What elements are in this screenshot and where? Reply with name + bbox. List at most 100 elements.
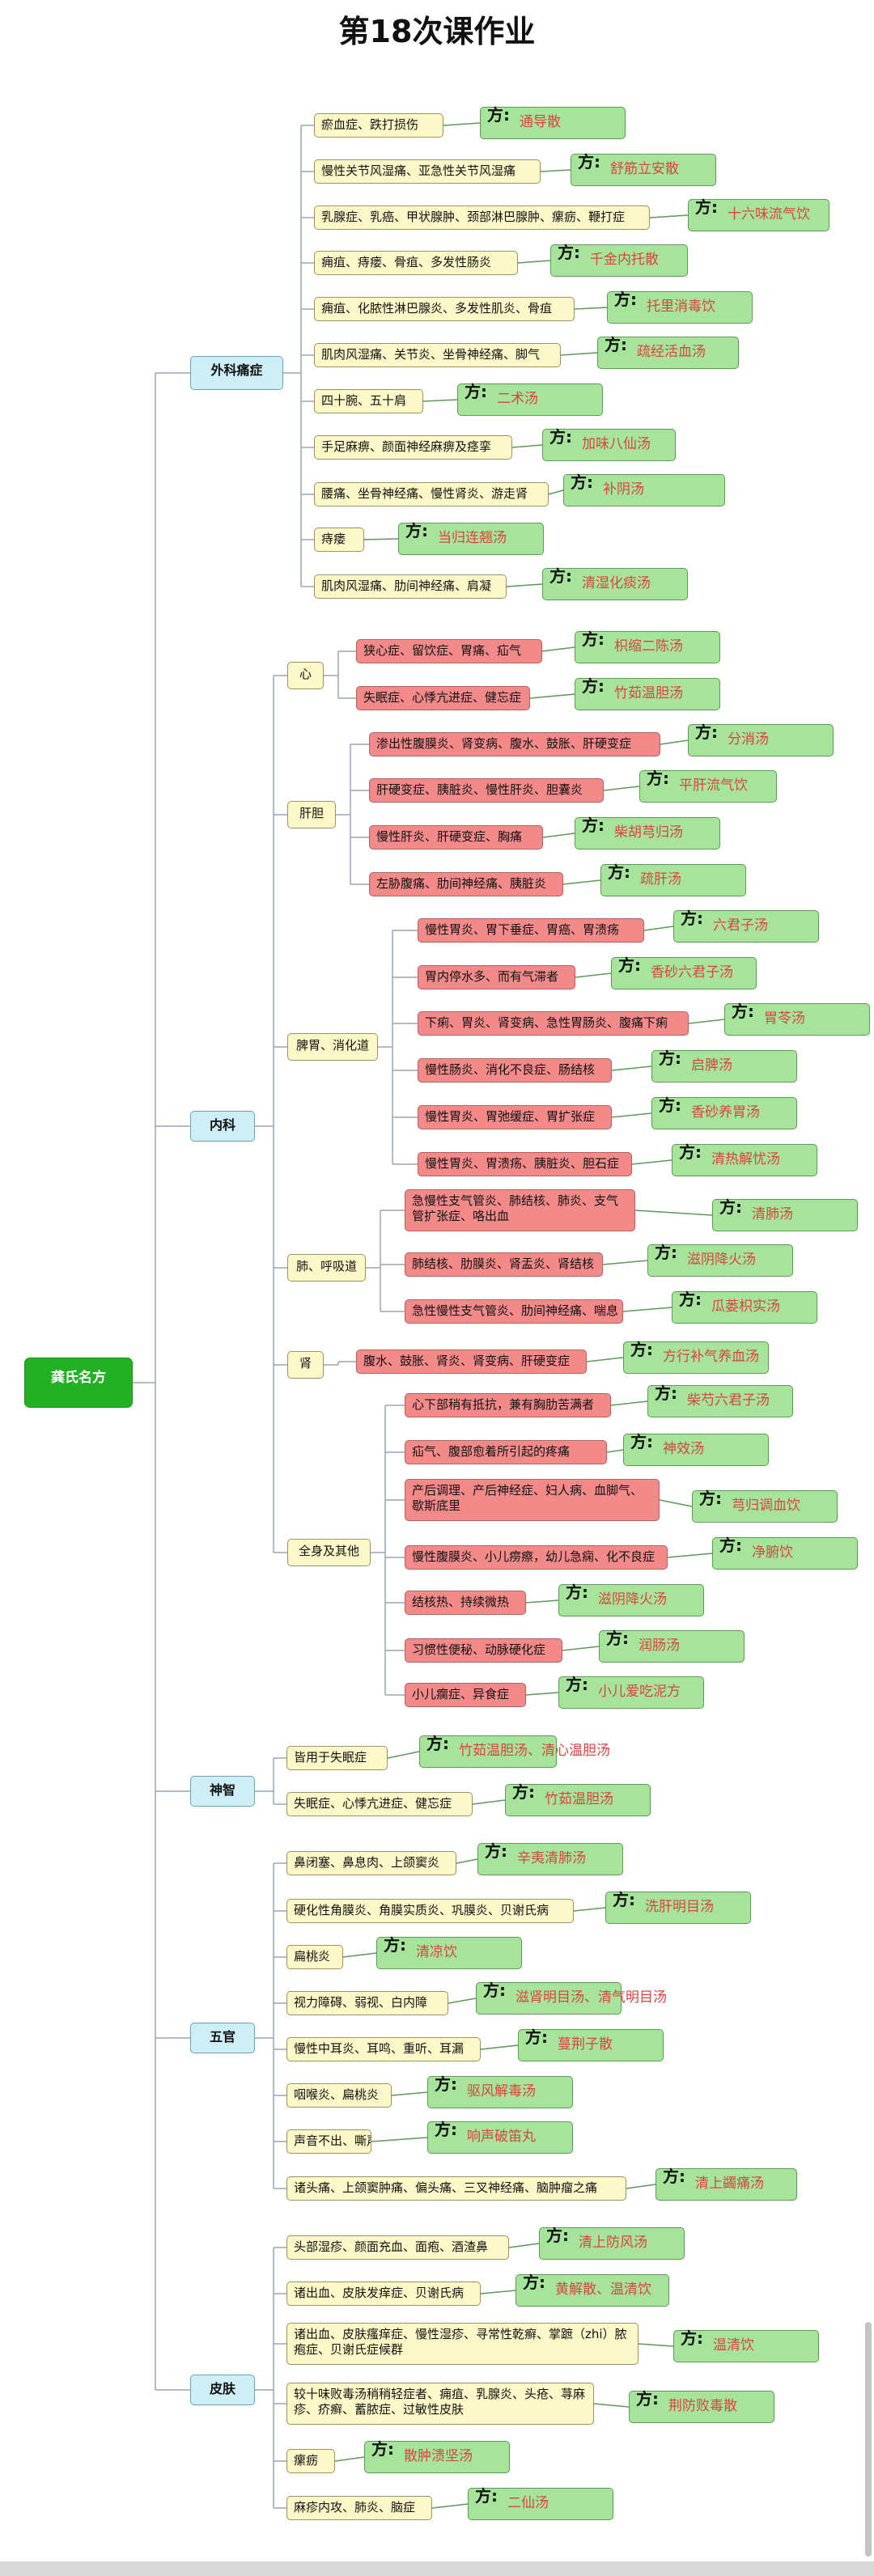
- symptom-node[interactable]: 肌肉风湿痛、关节炎、坐骨神经痛、脚气: [314, 343, 561, 367]
- prescription-node[interactable]: 方:竹茹温胆汤: [505, 1784, 651, 1816]
- prescription-node[interactable]: 方:竹茹温胆汤、清心温胆汤: [419, 1735, 610, 1768]
- symptom-node[interactable]: 手足麻痹、颜面神经麻痹及痉挛: [314, 435, 512, 460]
- symptom-node[interactable]: 胃内停水多、而有气滞者: [418, 965, 575, 989]
- symptom-node[interactable]: 慢性胃炎、胃弛缓症、胃扩张症: [418, 1105, 612, 1129]
- symptom-node[interactable]: 渗出性腹膜炎、肾变病、腹水、鼓胀、肝硬变症: [369, 732, 660, 756]
- prescription-node[interactable]: 方:十六味流气饮: [688, 199, 829, 231]
- prescription-node[interactable]: 方:荆防败毒散: [629, 2391, 774, 2423]
- symptom-node[interactable]: 结核热、持续微热: [405, 1591, 526, 1615]
- prescription-node[interactable]: 方:疏肝汤: [600, 864, 746, 896]
- subcategory-node[interactable]: 脾胃、消化道: [287, 1033, 378, 1061]
- prescription-node[interactable]: 方:通导散: [480, 107, 626, 139]
- prescription-node[interactable]: 方:二仙汤: [468, 2488, 613, 2520]
- symptom-node[interactable]: 慢性胃炎、胃溃疡、胰脏炎、胆石症: [418, 1152, 632, 1176]
- prescription-node[interactable]: 方:舒筋立安散: [571, 154, 716, 186]
- prescription-node[interactable]: 方:清凉饮: [376, 1937, 522, 1969]
- prescription-node[interactable]: 方:启脾汤: [651, 1050, 797, 1083]
- symptom-node[interactable]: 鼻闭塞、鼻息肉、上颌窦炎: [286, 1851, 456, 1875]
- prescription-node[interactable]: 方:清上防风汤: [539, 2227, 685, 2260]
- symptom-node[interactable]: 诸头痛、上颌窦肿痛、偏头痛、三叉神经痛、脑肿瘤之痛: [286, 2176, 626, 2201]
- symptom-node[interactable]: 麻疹内攻、肺炎、脑症: [286, 2496, 432, 2520]
- prescription-node[interactable]: 方:香砂六君子汤: [611, 957, 757, 989]
- prescription-node[interactable]: 方:加味八仙汤: [542, 429, 676, 461]
- prescription-node[interactable]: 方:驱风解毒汤: [427, 2076, 573, 2108]
- symptom-node[interactable]: 急慢性支气管炎、肺结核、肺炎、支气管扩张症、咯出血: [405, 1189, 635, 1231]
- prescription-node[interactable]: 方:当归连翘汤: [398, 523, 544, 555]
- subcategory-node[interactable]: 心: [287, 662, 324, 689]
- prescription-node[interactable]: 方:二术汤: [457, 383, 603, 416]
- vertical-scrollbar[interactable]: [865, 2322, 872, 2557]
- horizontal-scrollbar[interactable]: [0, 2561, 874, 2576]
- subcategory-node[interactable]: 全身及其他: [287, 1539, 371, 1566]
- prescription-node[interactable]: 方:清热解忧汤: [672, 1144, 817, 1176]
- prescription-node[interactable]: 方:滋阴降火汤: [558, 1584, 704, 1616]
- symptom-node[interactable]: 习惯性便秘、动脉硬化症: [405, 1638, 562, 1663]
- symptom-node[interactable]: 肝硬变症、胰脏炎、慢性肝炎、胆囊炎: [369, 778, 604, 803]
- subcategory-node[interactable]: 肾: [287, 1351, 324, 1379]
- prescription-node[interactable]: 方:洗肝明目汤: [605, 1892, 751, 1924]
- symptom-node[interactable]: 肺结核、肋膜炎、肾盂炎、肾结核: [405, 1252, 603, 1277]
- category-node[interactable]: 神智: [190, 1776, 255, 1807]
- prescription-node[interactable]: 方:方行补气养血汤: [623, 1341, 769, 1374]
- root-node[interactable]: 龚氏名方: [24, 1358, 133, 1408]
- symptom-node[interactable]: 慢性肠炎、消化不良症、肠结核: [418, 1058, 612, 1083]
- symptom-node[interactable]: 声音不出、嘶声: [286, 2129, 371, 2154]
- symptom-node[interactable]: 痈疽、痔瘘、骨疽、多发性肠炎: [314, 251, 518, 275]
- category-node[interactable]: 内科: [190, 1111, 255, 1142]
- prescription-node[interactable]: 方:分消汤: [688, 724, 834, 756]
- symptom-node[interactable]: 腹水、鼓胀、肾炎、肾变病、肝硬变症: [356, 1349, 587, 1374]
- symptom-node[interactable]: 乳腺症、乳癌、甲状腺肿、颈部淋巴腺肿、瘰疬、鞭打症: [314, 205, 650, 230]
- prescription-node[interactable]: 方:胃苓汤: [724, 1003, 870, 1036]
- symptom-node[interactable]: 瘀血症、跌打损伤: [314, 113, 443, 138]
- prescription-node[interactable]: 方:清肺汤: [712, 1199, 858, 1231]
- symptom-node[interactable]: 硬化性角膜炎、角膜实质炎、巩膜炎、贝谢氏病: [286, 1899, 574, 1923]
- symptom-node[interactable]: 皆用于失眠症: [286, 1746, 388, 1770]
- prescription-node[interactable]: 方:托里消毒饮: [607, 291, 753, 324]
- prescription-node[interactable]: 方:蔓荆子散: [518, 2029, 664, 2061]
- prescription-node[interactable]: 方:千金内托散: [550, 244, 688, 277]
- symptom-node[interactable]: 诸出血、皮肤瘙痒症、慢性湿疹、寻常性乾癣、掌蹠（zhi）脓疱症、贝谢氏症候群: [286, 2323, 639, 2365]
- category-node[interactable]: 外科痛症: [190, 356, 283, 390]
- symptom-node[interactable]: 产后调理、产后神经症、妇人病、血脚气、歇斯底里: [405, 1479, 660, 1521]
- prescription-node[interactable]: 方:清湿化痰汤: [542, 568, 688, 600]
- symptom-node[interactable]: 头部湿疹、颜面充血、面疱、酒渣鼻: [286, 2235, 509, 2260]
- prescription-node[interactable]: 方:柴胡芎归汤: [575, 817, 720, 849]
- prescription-node[interactable]: 方:疏经活血汤: [597, 337, 739, 369]
- symptom-node[interactable]: 痔瘘: [314, 527, 364, 552]
- subcategory-node[interactable]: 肺、呼吸道: [287, 1254, 366, 1282]
- symptom-node[interactable]: 失眠症、心悸亢进症、健忘症: [286, 1792, 473, 1816]
- prescription-node[interactable]: 方:净腑饮: [712, 1537, 858, 1570]
- prescription-node[interactable]: 方:柴芍六君子汤: [647, 1385, 793, 1417]
- prescription-node[interactable]: 方:神效汤: [623, 1434, 769, 1466]
- prescription-node[interactable]: 方:竹茹温胆汤: [575, 678, 720, 710]
- prescription-node[interactable]: 方:补阴汤: [563, 474, 725, 506]
- prescription-node[interactable]: 方:芎归调血饮: [692, 1490, 838, 1523]
- symptom-node[interactable]: 下痢、胃炎、肾变病、急性胃肠炎、腹痛下痢: [418, 1011, 689, 1036]
- symptom-node[interactable]: 慢性关节风湿痛、亚急性关节风湿痛: [314, 159, 541, 184]
- symptom-node[interactable]: 视力障碍、弱视、白内障: [286, 1991, 448, 2015]
- symptom-node[interactable]: 心下部稍有抵抗，兼有胸肋苦满者: [405, 1393, 611, 1417]
- prescription-node[interactable]: 方:瓜蒌枳实汤: [672, 1291, 817, 1324]
- prescription-node[interactable]: 方:响声破笛丸: [427, 2121, 573, 2154]
- symptom-node[interactable]: 咽喉炎、扁桃炎: [286, 2083, 392, 2108]
- symptom-node[interactable]: 小儿瘸症、异食症: [405, 1683, 526, 1707]
- symptom-node[interactable]: 四十腕、五十肩: [314, 389, 423, 413]
- symptom-node[interactable]: 狭心症、留饮症、胃痛、疝气: [356, 639, 542, 663]
- symptom-node[interactable]: 瘰疬: [286, 2449, 335, 2473]
- prescription-node[interactable]: 方:滋肾明目汤、清气明目汤: [476, 1982, 667, 2015]
- prescription-node[interactable]: 方:六君子汤: [673, 910, 819, 943]
- category-node[interactable]: 五官: [190, 2023, 255, 2053]
- prescription-node[interactable]: 方:平肝流气饮: [639, 770, 777, 803]
- prescription-node[interactable]: 方:黄解散、温清饮: [515, 2274, 669, 2307]
- category-node[interactable]: 皮肤: [190, 2375, 255, 2405]
- symptom-node[interactable]: 慢性中耳炎、耳鸣、重听、耳漏: [286, 2037, 481, 2061]
- symptom-node[interactable]: 左胁腹痛、肋间神经痛、胰脏炎: [369, 872, 563, 896]
- symptom-node[interactable]: 较十味败毒汤稍稍轻症者、痈疽、乳腺炎、头疮、荨麻疹、疥癣、蓄脓症、过敏性皮肤: [286, 2383, 594, 2425]
- symptom-node[interactable]: 失眠症、心悸亢进症、健忘症: [356, 686, 530, 710]
- symptom-node[interactable]: 急性慢性支气管炎、肋间神经痛、喘息: [405, 1299, 623, 1324]
- symptom-node[interactable]: 扁桃炎: [286, 1945, 343, 1969]
- symptom-node[interactable]: 腰痛、坐骨神经痛、慢性肾炎、游走肾: [314, 482, 549, 506]
- prescription-node[interactable]: 方:小儿爱吃泥方: [558, 1676, 704, 1709]
- symptom-node[interactable]: 痈疽、化脓性淋巴腺炎、多发性肌炎、骨疽: [314, 297, 575, 321]
- prescription-node[interactable]: 方:辛夷清肺汤: [477, 1843, 623, 1875]
